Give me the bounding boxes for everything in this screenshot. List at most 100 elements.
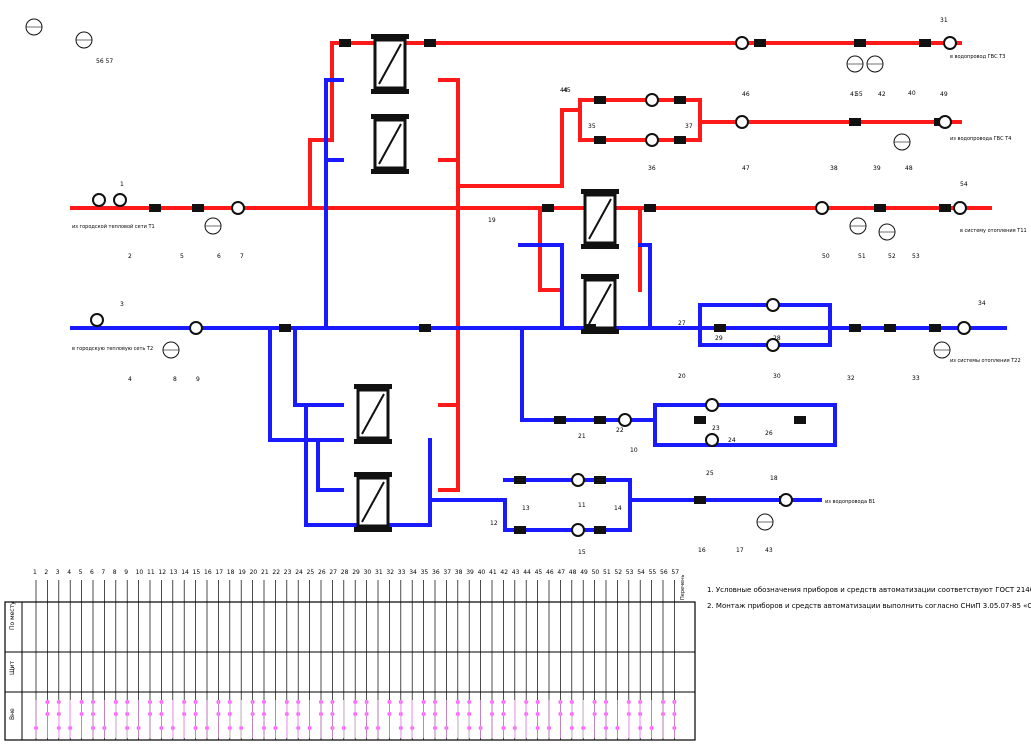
gauge-icon xyxy=(90,313,104,327)
position-number: 20 xyxy=(678,373,686,380)
column-number: 33 xyxy=(398,569,406,576)
position-number: 3 xyxy=(120,301,124,308)
valve-icon xyxy=(849,324,861,332)
column-number: 35 xyxy=(421,569,429,576)
gauge-icon xyxy=(766,338,780,352)
heat-exchanger xyxy=(371,114,409,174)
position-number: 36 xyxy=(648,165,656,172)
position-number: 42 xyxy=(878,91,886,98)
column-number: 47 xyxy=(557,569,565,576)
valve-icon xyxy=(794,416,806,424)
column-number: 8 xyxy=(113,569,117,576)
position-number: 23 xyxy=(712,425,720,432)
position-number: 26 xyxy=(765,430,773,437)
position-number: 51 xyxy=(858,253,866,260)
valve-icon xyxy=(874,204,886,212)
position-number: 19 xyxy=(488,217,496,224)
column-number: 39 xyxy=(466,569,474,576)
row-out: Вне xyxy=(9,708,16,720)
column-number: 41 xyxy=(489,569,497,576)
column-number: 16 xyxy=(204,569,212,576)
valve-icon xyxy=(514,476,526,484)
column-number: 29 xyxy=(352,569,360,576)
valve-icon xyxy=(594,416,606,424)
position-number: 29 xyxy=(715,335,723,342)
valve-icon xyxy=(694,416,706,424)
gauge-icon xyxy=(92,193,106,207)
valve-icon xyxy=(594,96,606,104)
row-panel: Щит xyxy=(9,661,16,675)
position-number: 38 xyxy=(830,165,838,172)
heat-exchanger xyxy=(354,384,392,444)
column-number: 13 xyxy=(170,569,178,576)
position-number: 41 xyxy=(850,91,858,98)
label-t4-out: из водопровода ГВС Т4 xyxy=(950,136,1011,142)
gauge-icon xyxy=(735,115,749,129)
column-number: 4 xyxy=(67,569,71,576)
note-1: 1. Условные обозначения приборов и средс… xyxy=(707,586,1031,594)
position-number: 33 xyxy=(912,375,920,382)
position-number: 25 xyxy=(706,470,714,477)
instrument-bubble xyxy=(204,217,222,235)
valve-icon xyxy=(594,526,606,534)
column-number: 18 xyxy=(227,569,235,576)
label-t3-out: в водопровод ГВС Т3 xyxy=(950,54,1005,60)
position-number: 2 xyxy=(128,253,132,260)
valve-icon xyxy=(149,204,161,212)
position-number: 28 xyxy=(773,335,781,342)
position-number: 50 xyxy=(822,253,830,260)
gauge-icon xyxy=(938,115,952,129)
valve-icon xyxy=(644,204,656,212)
valve-icon xyxy=(554,416,566,424)
column-number: 1 xyxy=(33,569,37,576)
column-number: 23 xyxy=(284,569,292,576)
column-number: 55 xyxy=(649,569,657,576)
instruments xyxy=(25,18,971,537)
position-number: 30 xyxy=(773,373,781,380)
valve-icon xyxy=(594,476,606,484)
column-number: 22 xyxy=(272,569,280,576)
column-number: 53 xyxy=(626,569,634,576)
valve-icon xyxy=(714,324,726,332)
instrument-bubble xyxy=(846,55,864,73)
instrument-bubble xyxy=(75,31,93,49)
valve-icon xyxy=(192,204,204,212)
position-number: 24 xyxy=(728,437,736,444)
instrument-bubble xyxy=(162,341,180,359)
position-number: 1 xyxy=(120,181,124,188)
column-number: 51 xyxy=(603,569,611,576)
valve-icon xyxy=(919,39,931,47)
row-local: По месту xyxy=(9,601,16,630)
column-number: 54 xyxy=(637,569,645,576)
notes: 1. Условные обозначения приборов и средс… xyxy=(707,586,1031,610)
column-number: 37 xyxy=(443,569,451,576)
gauge-icon xyxy=(705,398,719,412)
position-number: 9 xyxy=(196,376,200,383)
position-number: 10 xyxy=(630,447,638,454)
position-number: 35 xyxy=(588,123,596,130)
column-number: 20 xyxy=(250,569,258,576)
position-number: 55 xyxy=(855,91,863,98)
column-number: 12 xyxy=(158,569,166,576)
position-number: 53 xyxy=(912,253,920,260)
column-number: 14 xyxy=(181,569,189,576)
position-number: 32 xyxy=(847,375,855,382)
position-number: 4 xyxy=(128,376,132,383)
position-number: 45 xyxy=(563,87,571,94)
valve-icon xyxy=(849,118,861,126)
position-number: 37 xyxy=(685,123,693,130)
gauge-icon xyxy=(189,321,203,335)
heat-exchangers xyxy=(354,34,619,532)
position-number: 16 xyxy=(698,547,706,554)
column-number: 30 xyxy=(364,569,372,576)
gauge-icon xyxy=(645,93,659,107)
side-header: Перечень xyxy=(680,575,686,600)
column-number: 46 xyxy=(546,569,554,576)
valve-icon xyxy=(514,526,526,534)
instrument-bubble xyxy=(25,18,43,36)
valve-icon xyxy=(424,39,436,47)
valve-icon xyxy=(419,324,431,332)
